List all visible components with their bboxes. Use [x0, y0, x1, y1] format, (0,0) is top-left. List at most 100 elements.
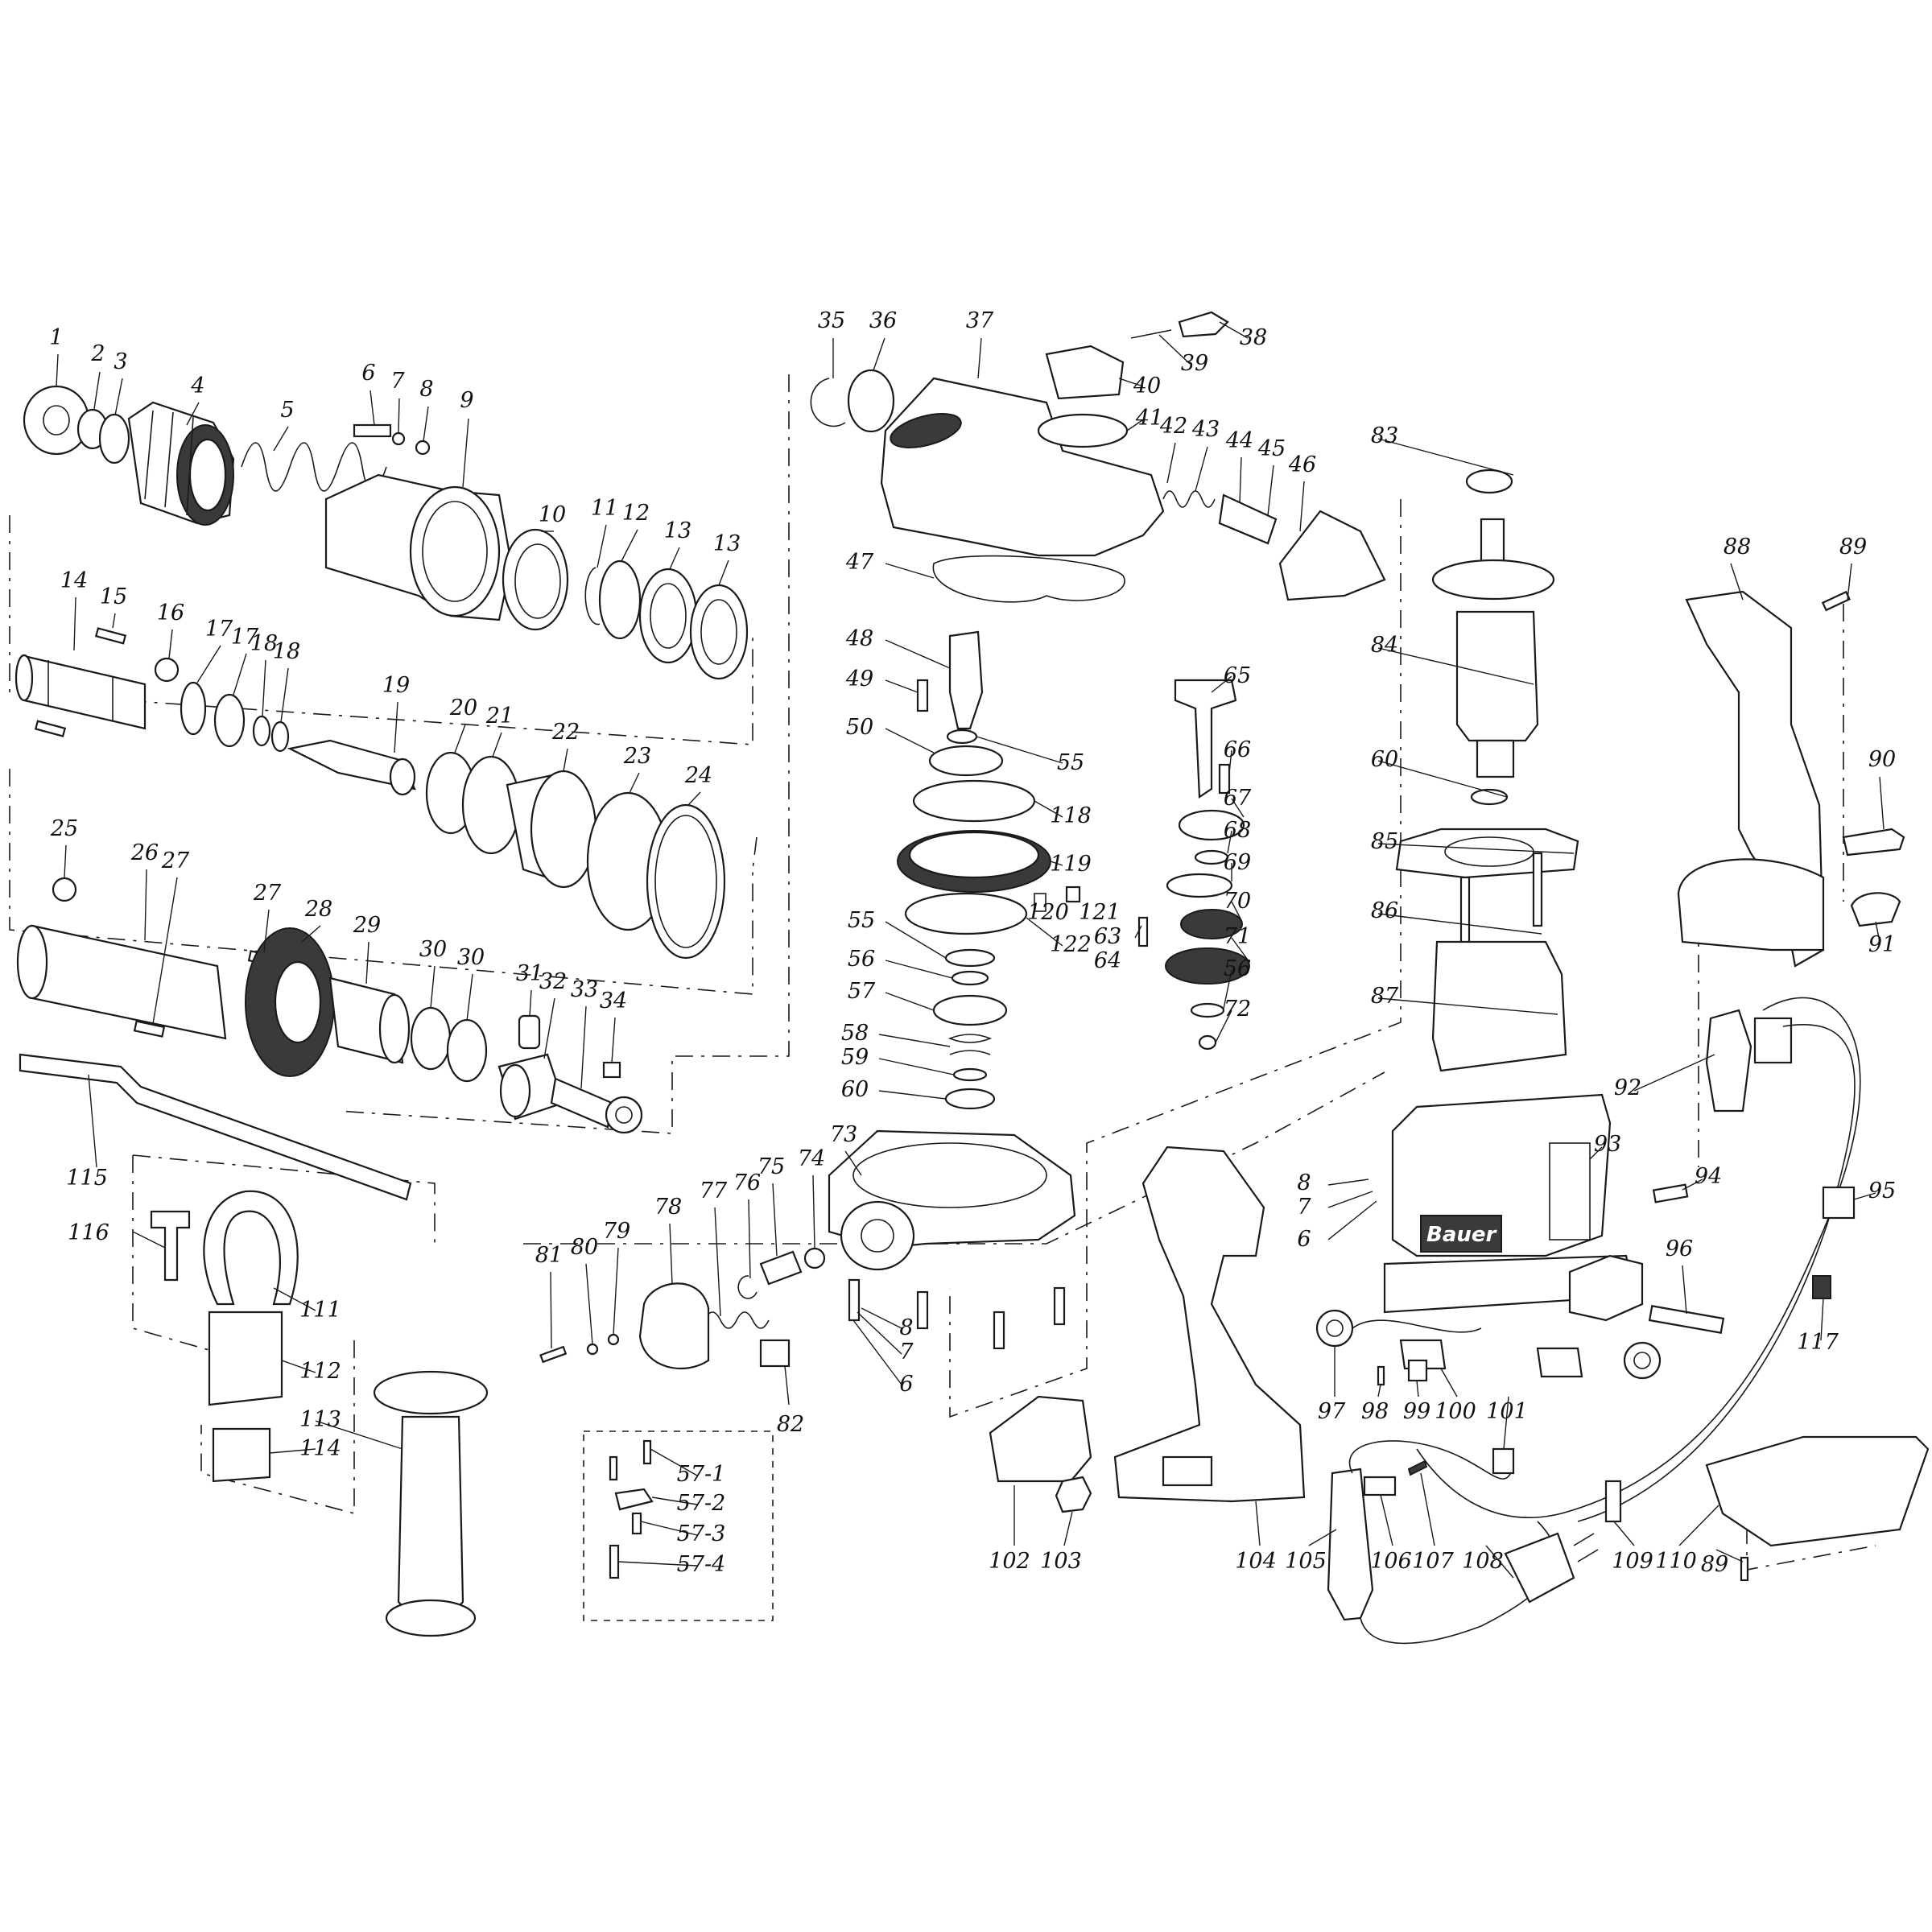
part-60-bearing — [944, 1088, 996, 1110]
part-3-ring — [98, 413, 130, 464]
callout-label: 6 — [361, 361, 375, 386]
chuck-assembly — [23, 385, 749, 680]
callout-label: 107 — [1412, 1549, 1454, 1574]
part-104-handle-body — [1113, 1146, 1306, 1503]
callout-label: 79 — [603, 1219, 630, 1244]
callout-label: 16 — [157, 601, 184, 625]
part-78-selector — [638, 1282, 710, 1370]
part-92-switch-body — [1753, 1017, 1793, 1064]
callout-label: 27 — [253, 881, 282, 906]
callout-label: 81 — [535, 1243, 563, 1268]
callout-label: 18 — [250, 631, 278, 656]
part-27-key-b — [133, 1020, 166, 1038]
callout-label: 58 — [841, 1021, 869, 1046]
callout-label: 117 — [1797, 1330, 1839, 1355]
callout-label: 34 — [600, 989, 627, 1013]
callout-label: 67 — [1224, 786, 1252, 811]
part-86-screw-b — [1532, 852, 1543, 927]
part-84-armature — [1431, 518, 1555, 778]
callout-label: 1 — [49, 325, 63, 350]
part-98-screw — [1377, 1365, 1385, 1386]
callout-label: 92 — [1614, 1075, 1641, 1100]
part-89-screw-b — [1740, 1556, 1749, 1582]
part-80-washer — [586, 1343, 599, 1356]
part-92-trigger — [1705, 1009, 1752, 1113]
part-57-sub-assembly — [609, 1439, 654, 1579]
part-114-clip — [212, 1427, 271, 1483]
callout-label: 90 — [1868, 747, 1896, 772]
callout-label: 38 — [1240, 325, 1267, 350]
part-38-latch — [1178, 311, 1229, 338]
part-34-needle-bearing — [602, 1061, 621, 1079]
part-67-bearing — [1178, 809, 1245, 841]
part-9-housing — [324, 473, 513, 621]
callout-label: 76 — [733, 1170, 761, 1195]
callout-label: 60 — [1371, 747, 1398, 772]
callout-label: 118 — [1050, 803, 1092, 828]
part-101-brush-holder — [1536, 1341, 1662, 1380]
part-121-block — [1065, 886, 1081, 903]
callout-label: 43 — [1191, 417, 1220, 442]
part-17-ring — [180, 681, 207, 736]
callout-label: 15 — [100, 584, 127, 609]
callout-label: 95 — [1868, 1179, 1896, 1203]
leader-lines — [56, 321, 1885, 1579]
part-99-clamp — [1407, 1359, 1428, 1382]
callout-label: 119 — [1050, 852, 1092, 877]
part-37-gear-housing — [880, 377, 1165, 557]
callout-label: 13 — [664, 518, 691, 543]
callout-label: 106 — [1370, 1549, 1412, 1574]
handle-body-assembly — [989, 1146, 1306, 1513]
part-88-handle-lower — [1677, 858, 1825, 952]
part-104-switch-plate — [1162, 1455, 1213, 1487]
brand-logo-bauer: Bauer — [1426, 1223, 1498, 1247]
callout-label: 8 — [419, 377, 433, 402]
part-1-cap — [23, 385, 90, 456]
callout-label: 20 — [449, 696, 477, 720]
callout-label: 35 — [818, 308, 845, 333]
part-106-clamp — [1363, 1476, 1397, 1496]
part-69-bracket — [1166, 873, 1233, 898]
part-96-cable-guide — [1568, 1254, 1644, 1322]
part-68-washer — [1194, 849, 1229, 865]
callout-label: 6 — [899, 1372, 913, 1397]
callout-label: 22 — [551, 720, 580, 745]
cable-bundle-b — [1577, 1024, 1856, 1522]
callout-label: 44 — [1225, 428, 1253, 453]
part-94-clip — [1652, 1183, 1689, 1203]
callout-label: 30 — [419, 937, 447, 962]
part-58-spring — [947, 1034, 993, 1055]
callout-label: 83 — [1371, 423, 1398, 448]
part-115-depth-rod — [19, 1053, 412, 1201]
callout-label: 70 — [1224, 889, 1251, 914]
cable-bundle — [1416, 997, 1861, 1518]
callout-label: 32 — [539, 969, 567, 994]
callout-label: 111 — [299, 1298, 341, 1323]
part-22-sleeve — [506, 770, 597, 889]
part-56-circlip-b — [1190, 1002, 1225, 1018]
callout-label: 84 — [1371, 633, 1398, 658]
callout-label: 50 — [846, 715, 873, 740]
callout-label: 9 — [460, 388, 473, 413]
part-6-7-8-screw — [353, 423, 431, 456]
part-110-end-cover — [1705, 1435, 1930, 1547]
part-17-ring-b — [213, 693, 246, 748]
callout-label: 28 — [304, 897, 332, 922]
callout-label: 57-3 — [677, 1521, 726, 1546]
callout-label: 114 — [299, 1436, 341, 1461]
callout-label: 26 — [130, 840, 159, 865]
wiring-assembly — [1315, 997, 1861, 1522]
part-87-stator — [1431, 940, 1567, 1072]
part-30-ring-b — [446, 1018, 488, 1083]
callout-label: 33 — [571, 977, 598, 1002]
callout-label: 65 — [1224, 663, 1251, 688]
part-116-bolt — [150, 1210, 191, 1282]
part-57-clutch — [932, 994, 1008, 1026]
part-101-terminal — [1492, 1447, 1515, 1475]
rear-handle-assembly — [1677, 590, 1905, 968]
callout-label: 120 — [1027, 900, 1069, 925]
callout-label: 8 — [899, 1315, 913, 1340]
callout-label: 24 — [684, 763, 712, 788]
part-44-slider — [1218, 493, 1278, 545]
part-82-block — [759, 1339, 791, 1368]
